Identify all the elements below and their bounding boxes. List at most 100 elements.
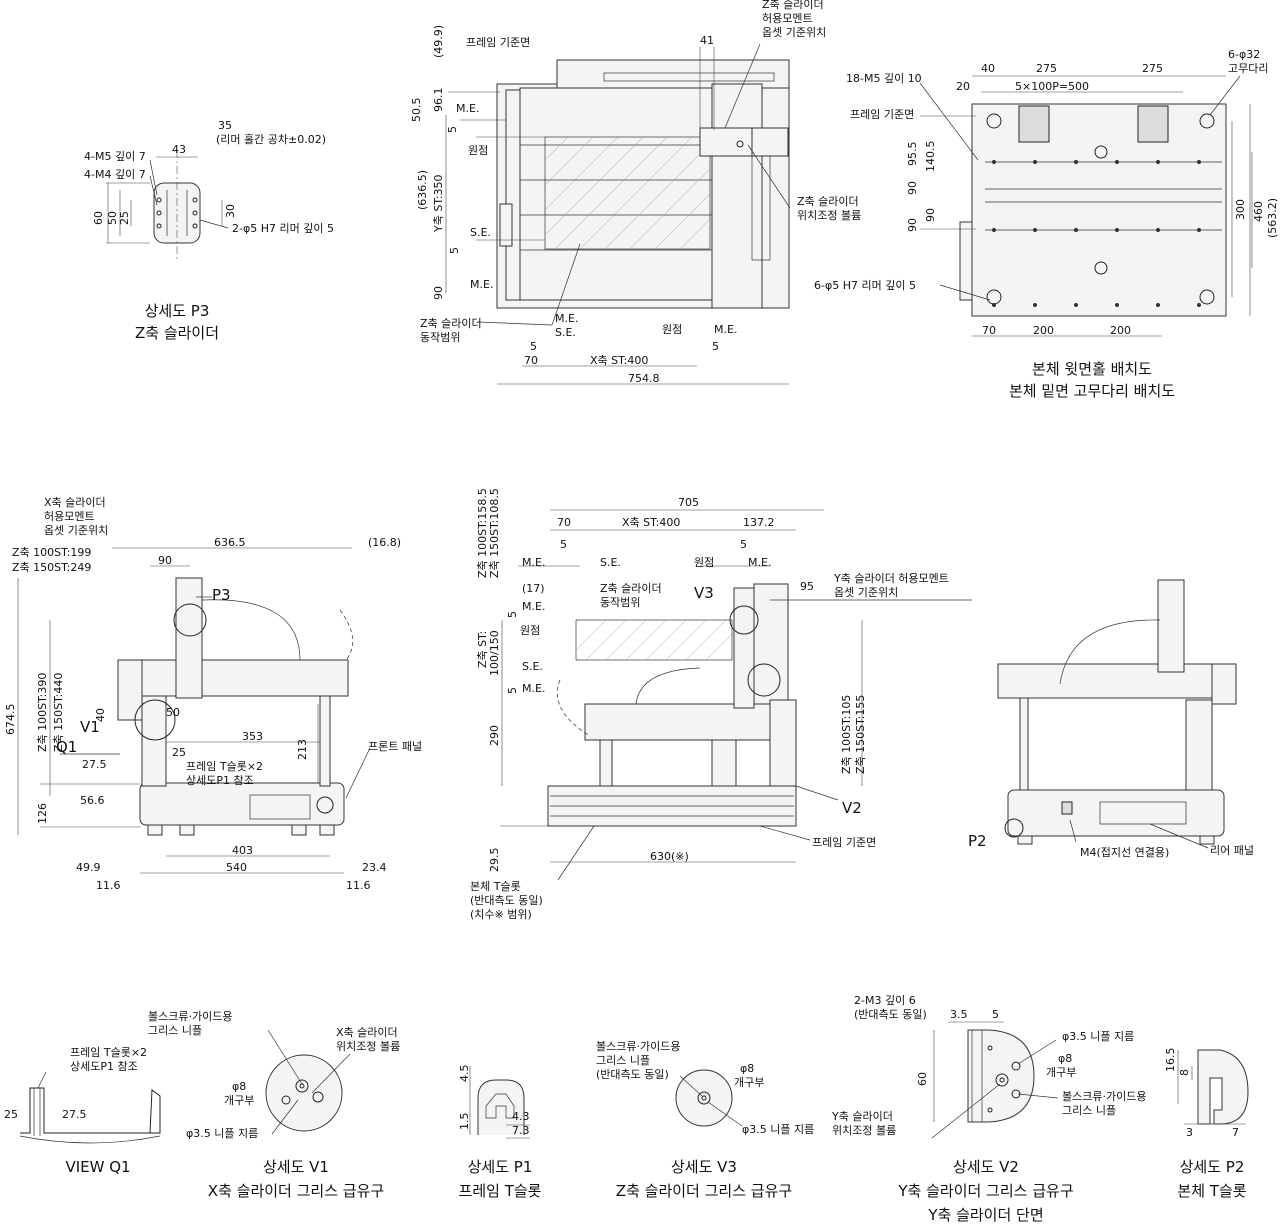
detail-p3: 4-M5 깊이 7 4-M4 깊이 7 35 (리머 홀간 공차±0.02) 4… — [84, 119, 334, 342]
side-label-19: 프레임 T슬롯×2 — [186, 760, 263, 773]
top-label-9: 5 — [446, 126, 459, 133]
top-label-20: 동작범위 — [420, 331, 460, 344]
layout-label-16: (563.2) — [1266, 198, 1279, 238]
side-label-30: 11.6 — [346, 879, 371, 892]
top-label-17: M.E. — [470, 278, 493, 291]
side-label-18: 27.5 — [82, 758, 107, 771]
side-label-16: 25 — [172, 746, 186, 759]
p3-caption-2: Z축 슬라이더 — [135, 324, 219, 342]
layout-label-3: 6-φ32 — [1228, 48, 1260, 61]
top-label-27: 70 — [524, 354, 538, 367]
p2-caption-1: 상세도 P2 — [1180, 1158, 1245, 1176]
top-label-16: 5 — [448, 247, 461, 254]
v1-label-4: φ8 — [232, 1080, 246, 1093]
v3-caption-2: Z축 슬라이더 그리스 급유구 — [616, 1182, 792, 1200]
front-label-18: 옵셋 기준위치 — [834, 586, 898, 599]
top-label-0: Z축 슬라이더 — [762, 0, 824, 11]
front-label-9: 원점 — [694, 556, 714, 569]
front-label-26: M.E. — [522, 682, 545, 695]
side-label-0: X축 슬라이더 — [44, 496, 106, 509]
layout-label-19: 200 — [1033, 324, 1054, 337]
v1-label-0: 볼스크류·가이드용 — [148, 1010, 232, 1023]
p3-caption-1: 상세도 P3 — [145, 302, 210, 320]
p1-profile — [477, 1079, 525, 1135]
side-label-29: 23.4 — [362, 861, 387, 874]
front-label-24: S.E. — [522, 660, 543, 673]
v2-caption-1: 상세도 V2 — [953, 1158, 1019, 1176]
v3-label-5: φ3.5 니플 지름 — [742, 1123, 814, 1136]
front-view: 705 70 X축 ST:400 137.2 Z축 100ST:158.5 Z축… — [470, 488, 972, 921]
top-label-25: M.E. — [714, 323, 737, 336]
p3-label-9: 2-φ5 H7 리머 깊이 5 — [232, 222, 334, 235]
v2-label-7: 60 — [916, 1072, 929, 1086]
v2-label-6: 개구부 — [1046, 1066, 1076, 1079]
p3-label-8: 30 — [224, 204, 237, 218]
rear-label-1: M4(접지선 연결용) — [1080, 846, 1169, 859]
layout-base — [971, 103, 1227, 317]
top-label-11: Z축 슬라이더 — [797, 195, 859, 208]
p3-label-4: 43 — [172, 143, 186, 156]
side-label-11: Z축 150ST:440 — [52, 673, 65, 752]
v3-caption-1: 상세도 V3 — [671, 1158, 737, 1176]
front-operating-range — [575, 619, 733, 661]
side-label-9: 674.5 — [4, 704, 17, 736]
side-view: X축 슬라이더 허용모멘트 옵셋 기준위치 636.5 (16.8) Z축 10… — [4, 496, 422, 892]
side-label-13: V1 — [80, 718, 100, 736]
front-label-5: Z축 150ST:108.5 — [488, 488, 501, 578]
v2-label-0: 2-M3 깊이 6 — [854, 994, 916, 1007]
q1-label-2: 25 — [4, 1108, 18, 1121]
v2-label-1: (반대측도 동일) — [854, 1007, 927, 1021]
top-label-6: 96.1 — [432, 88, 445, 113]
q1-label-3: 27.5 — [62, 1108, 87, 1121]
detail-p2: 16.5 8 3 7 상세도 P2 본체 T슬롯 — [1164, 1048, 1249, 1200]
detail-v3: 볼스크류·가이드용 그리스 니플 (반대측도 동일) φ8 개구부 φ3.5 니… — [596, 1040, 814, 1200]
top-label-1: 허용모멘트 — [762, 12, 813, 25]
top-label-28: X축 ST:400 — [590, 354, 648, 367]
p2-label-1: 8 — [1178, 1069, 1191, 1076]
v2-label-3: 5 — [992, 1008, 999, 1021]
v3-label-1: 그리스 니플 — [596, 1054, 650, 1067]
v2-label-5: φ8 — [1058, 1052, 1072, 1065]
v2-label-4: φ3.5 니플 지름 — [1062, 1030, 1134, 1043]
top-label-15: S.E. — [470, 226, 491, 239]
side-label-20: 상세도P1 참조 — [186, 774, 254, 787]
q1-caption-1: VIEW Q1 — [65, 1158, 130, 1176]
top-label-10: 원점 — [468, 144, 488, 157]
top-label-7: 50.5 — [410, 98, 423, 123]
side-label-14: 50 — [166, 706, 180, 719]
layout-label-18: 70 — [982, 324, 996, 337]
top-label-18: 90 — [432, 286, 445, 300]
front-label-0: 705 — [678, 496, 699, 509]
rear-view: P2 M4(접지선 연결용) 리어 패널 — [968, 579, 1254, 859]
side-label-5: Z축 100ST:199 — [12, 546, 91, 559]
rear-label-0: P2 — [968, 832, 987, 850]
front-label-2: X축 ST:400 — [622, 516, 680, 529]
top-label-19: Z축 슬라이더 — [420, 317, 482, 330]
top-label-13: (636.5) — [416, 170, 429, 210]
front-label-30: V2 — [842, 799, 862, 817]
layout-label-20: 200 — [1110, 324, 1131, 337]
hole-layout: 40 275 275 6-φ32 고무다리 18-M5 깊이 10 20 5×1… — [814, 48, 1279, 400]
rear-label-2: 리어 패널 — [1210, 844, 1254, 857]
side-label-2: 옵셋 기준위치 — [44, 524, 108, 537]
top-label-29: 754.8 — [628, 372, 660, 385]
front-label-3: 137.2 — [743, 516, 775, 529]
front-label-36: (치수※ 범위) — [470, 908, 532, 921]
v3-label-3: φ8 — [740, 1062, 754, 1075]
p2-caption-2: 본체 T슬롯 — [1177, 1182, 1246, 1200]
layout-label-8: 프레임 기준면 — [850, 108, 914, 121]
p2-label-0: 16.5 — [1164, 1048, 1177, 1073]
top-label-23: 5 — [530, 340, 537, 353]
front-label-28: Z축 100ST:105 — [840, 695, 853, 774]
p2-label-3: 7 — [1232, 1126, 1239, 1139]
q1-label-1: 상세도P1 참조 — [70, 1060, 138, 1073]
side-label-25: 403 — [232, 844, 253, 857]
detail-v2: 2-M3 깊이 6 (반대측도 동일) 3.5 5 φ3.5 니플 지름 φ8 … — [831, 994, 1146, 1224]
detail-p1: 4.5 1.5 4.3 7.3 상세도 P1 프레임 T슬롯 — [458, 1065, 542, 1201]
rear-base — [1007, 789, 1225, 837]
side-label-22: 프론트 패널 — [368, 740, 422, 753]
side-label-12: 40 — [94, 708, 107, 722]
front-label-1: 70 — [557, 516, 571, 529]
layout-label-13: 90 — [924, 208, 937, 222]
v1-caption-2: X축 슬라이더 그리스 급유구 — [208, 1182, 384, 1200]
